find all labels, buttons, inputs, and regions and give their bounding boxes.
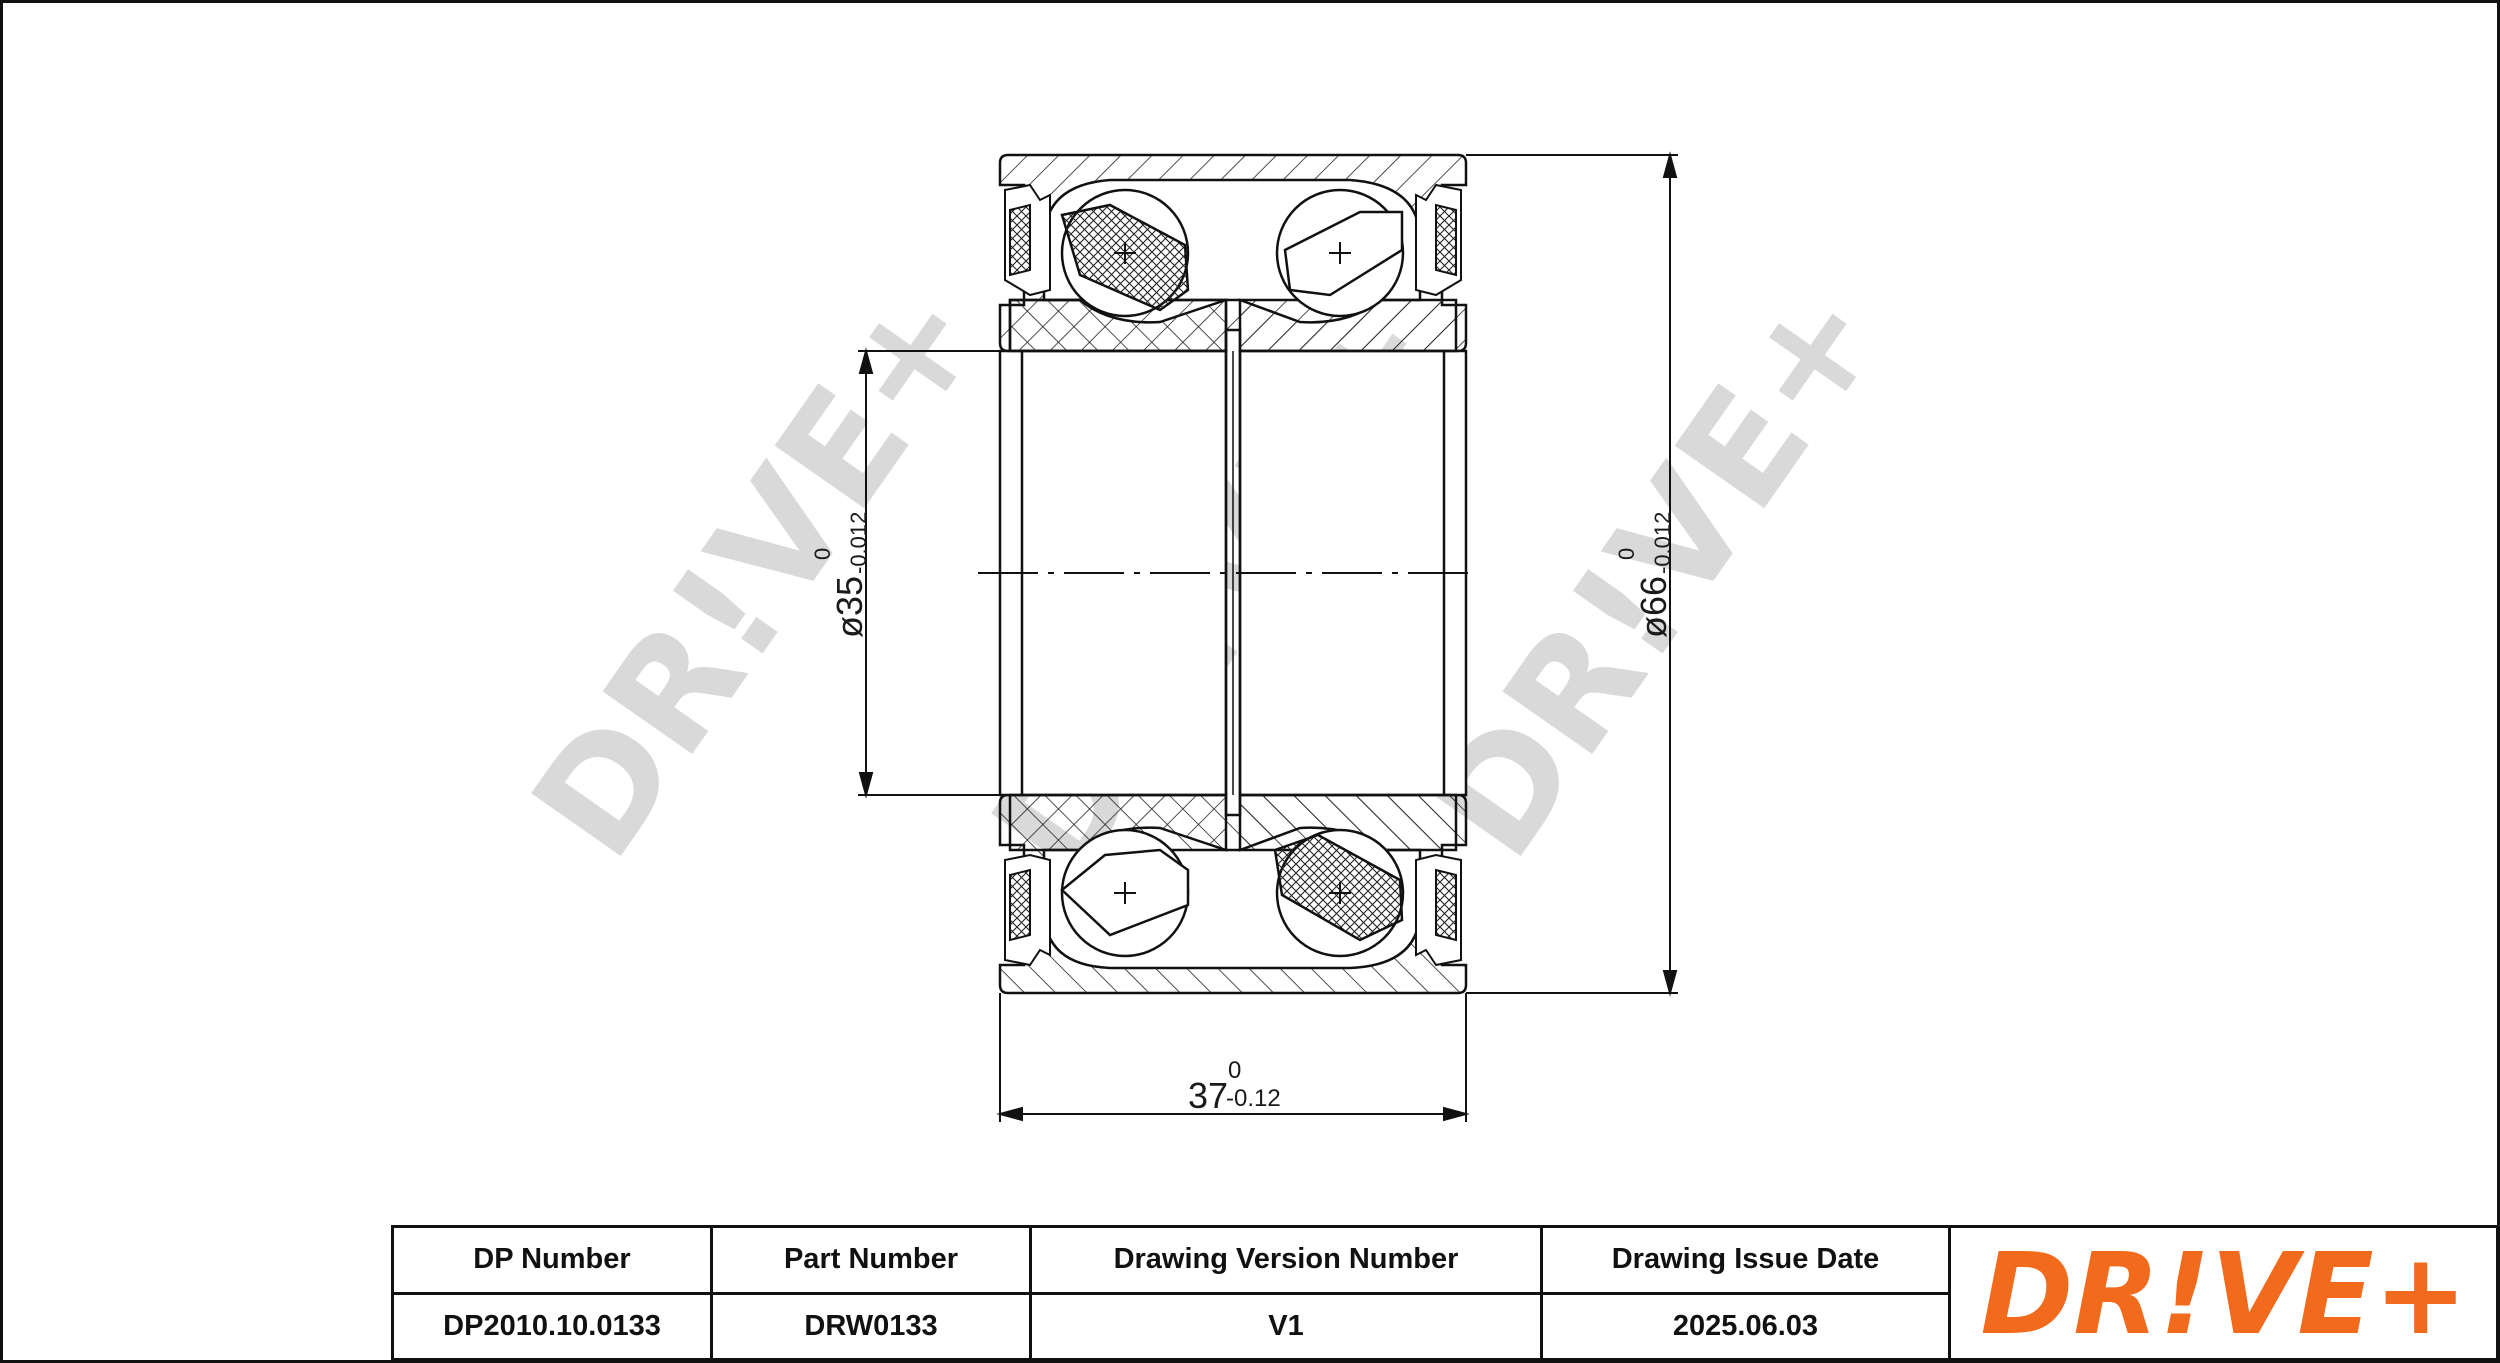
dimension-bore-label: ø 35 0 -0.012 [810,512,871,638]
dimension-width-label: 37 0 -0.12 [1188,1057,1281,1116]
part-number-header: Part Number [713,1228,1029,1295]
part-number-column: Part Number DRW0133 [713,1228,1032,1358]
outer-value: 66 [1633,576,1674,616]
width-value: 37 [1188,1075,1228,1116]
dimension-bore [858,347,1000,799]
bearing-section [998,153,1468,995]
outer-upper: 0 [1614,548,1639,560]
part-number-value: DRW0133 [804,1309,938,1342]
brand-logo-text: DR!VE+ [1980,1233,2467,1353]
bore-value: 35 [829,576,870,616]
dimension-outer-label: ø 66 0 -0.012 [1614,512,1675,638]
bore-lower: -0.012 [846,512,871,574]
watermark-left: DR!VE+ [500,254,1017,888]
seal-top-left [1004,183,1051,297]
bore-upper: 0 [810,548,835,560]
watermark-text: DR!VE+ [500,254,1017,888]
issue-date-value: 2025.06.03 [1672,1309,1819,1342]
drawing-version-column: Drawing Version Number V1 [1032,1228,1543,1358]
issue-date-header: Drawing Issue Date [1543,1228,1948,1295]
brand-logo: DR!VE+ [1951,1228,2496,1358]
dimension-outer [1466,151,1678,997]
title-block: DP Number DP2010.10.0133 Part Number DRW… [391,1225,2499,1361]
seal-top-right [1415,183,1462,297]
drawing-version-header: Drawing Version Number [1032,1228,1540,1295]
bore-prefix: ø [829,616,870,638]
issue-date-column: Drawing Issue Date 2025.06.03 [1543,1228,1951,1358]
seal-bottom-right [1415,853,1462,967]
brand-logo-mark: DR!VE+ [1980,1233,2467,1353]
dp-number-value: DP2010.10.0133 [443,1309,661,1342]
seal-bottom-left [1004,853,1051,967]
dp-number-column: DP Number DP2010.10.0133 [394,1228,713,1358]
width-upper: 0 [1228,1057,1241,1084]
outer-lower: -0.012 [1650,512,1675,574]
dp-number-header: DP Number [394,1228,710,1295]
outer-prefix: ø [1633,616,1674,638]
drawing-version-value: V1 [1268,1309,1304,1342]
width-lower: -0.12 [1226,1085,1281,1112]
dimension-width [996,993,1470,1122]
cage-bottom-right [1273,833,1404,942]
